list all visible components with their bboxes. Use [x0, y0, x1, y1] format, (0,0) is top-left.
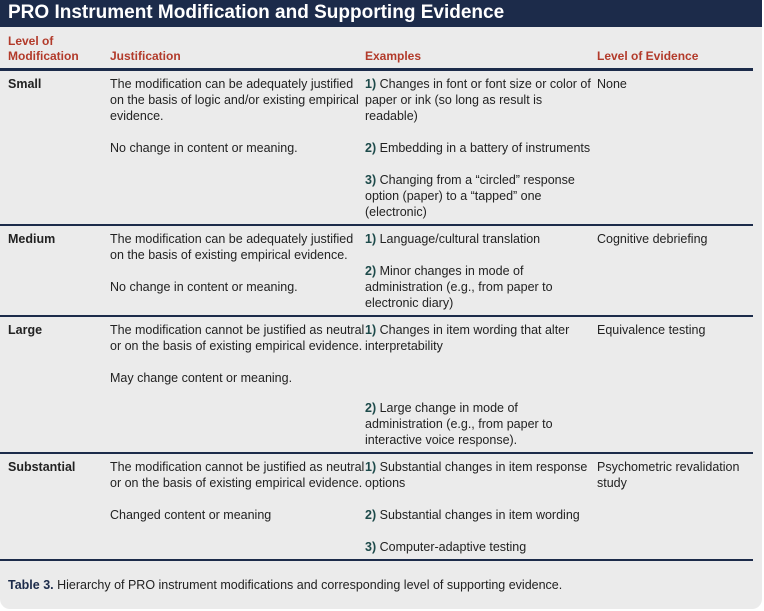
- table-caption: Table 3. Hierarchy of PRO instrument mod…: [8, 578, 562, 592]
- example-text: Language/cultural translation: [379, 232, 541, 246]
- examples-cell: 1) Changes in item wording that alter in…: [365, 316, 597, 453]
- justification-text: The modification cannot be justified as …: [110, 323, 365, 353]
- caption-text: Hierarchy of PRO instrument modification…: [57, 578, 563, 592]
- example-text: Changes in font or font size or color of…: [365, 77, 591, 123]
- example-number: 3): [365, 540, 377, 554]
- example-text: Computer-adaptive testing: [379, 540, 527, 554]
- example-number: 1): [365, 323, 377, 337]
- example-number: 1): [365, 232, 377, 246]
- level-cell: Medium: [8, 232, 56, 246]
- example-text: Substantial changes in item response opt…: [365, 460, 588, 490]
- level-cell: Large: [8, 323, 43, 337]
- justification-cell: The modification cannot be justified as …: [110, 453, 365, 560]
- example-item: 2) Embedding in a battery of instruments: [365, 140, 597, 156]
- example-item: 1) Changes in font or font size or color…: [365, 76, 597, 124]
- caption-label: Table 3.: [8, 578, 54, 592]
- example-item: 2) Minor changes in mode of administrati…: [365, 263, 597, 311]
- example-number: 2): [365, 508, 377, 522]
- example-text: Changes in item wording that alter inter…: [365, 323, 570, 353]
- example-number: 2): [365, 264, 377, 278]
- example-number: 1): [365, 460, 377, 474]
- example-item: 2) Substantial changes in item wording: [365, 507, 597, 523]
- modification-table: Level of Modification Justification Exam…: [0, 34, 753, 561]
- evidence-cell: Psychometric revalidation study: [597, 460, 740, 490]
- example-text: Embedding in a battery of instruments: [379, 141, 591, 155]
- example-text: Minor changes in mode of administration …: [365, 264, 553, 310]
- justification-text: The modification can be adequately justi…: [110, 232, 354, 262]
- examples-cell: 1) Changes in font or font size or color…: [365, 70, 597, 226]
- example-item: 1) Changes in item wording that alter in…: [365, 322, 597, 354]
- evidence-cell: None: [597, 77, 627, 91]
- example-number: 2): [365, 401, 377, 415]
- justification-text: The modification can be adequately justi…: [110, 77, 359, 123]
- example-text: Changing from a “circled” response optio…: [365, 173, 575, 219]
- table-row: Large The modification cannot be justifie…: [0, 316, 753, 453]
- evidence-cell: Cognitive debriefing: [597, 232, 708, 246]
- header-level: Level of Modification: [8, 34, 79, 63]
- justification-cell: The modification can be adequately justi…: [110, 225, 365, 316]
- table-row: Substantial The modification cannot be ju…: [0, 453, 753, 560]
- justification-cell: The modification cannot be justified as …: [110, 316, 365, 453]
- justification-text: No change in content or meaning.: [110, 280, 298, 294]
- example-item: 1) Substantial changes in item response …: [365, 459, 597, 491]
- header-evidence: Level of Evidence: [597, 49, 699, 63]
- level-cell: Substantial: [8, 460, 76, 474]
- example-item: 3) Changing from a “circled” response op…: [365, 172, 597, 220]
- example-text: Substantial changes in item wording: [379, 508, 580, 522]
- justification-text: Changed content or meaning: [110, 508, 272, 522]
- examples-cell: 1) Language/cultural translation 2) Minor…: [365, 225, 597, 316]
- justification-text: No change in content or meaning.: [110, 141, 298, 155]
- level-cell: Small: [8, 77, 42, 91]
- header-justification: Justification: [110, 49, 181, 63]
- justification-cell: The modification can be adequately justi…: [110, 70, 365, 226]
- example-number: 2): [365, 141, 377, 155]
- evidence-cell: Equivalence testing: [597, 323, 706, 337]
- table-row: Medium The modification can be adequately…: [0, 225, 753, 316]
- justification-text: The modification cannot be justified as …: [110, 460, 365, 490]
- example-item: 3) Computer-adaptive testing: [365, 539, 597, 555]
- example-number: 1): [365, 77, 377, 91]
- examples-cell: 1) Substantial changes in item response …: [365, 453, 597, 560]
- justification-text: May change content or meaning.: [110, 371, 293, 385]
- example-item: 2) Large change in mode of administratio…: [365, 400, 597, 448]
- example-number: 3): [365, 173, 377, 187]
- example-item: 1) Language/cultural translation: [365, 231, 597, 247]
- example-text: Large change in mode of administration (…: [365, 401, 553, 447]
- header-examples: Examples: [365, 49, 422, 63]
- table-title: PRO Instrument Modification and Supporti…: [0, 0, 762, 27]
- table-row: Small The modification can be adequately …: [0, 70, 753, 226]
- header-row: Level of Modification Justification Exam…: [0, 34, 753, 70]
